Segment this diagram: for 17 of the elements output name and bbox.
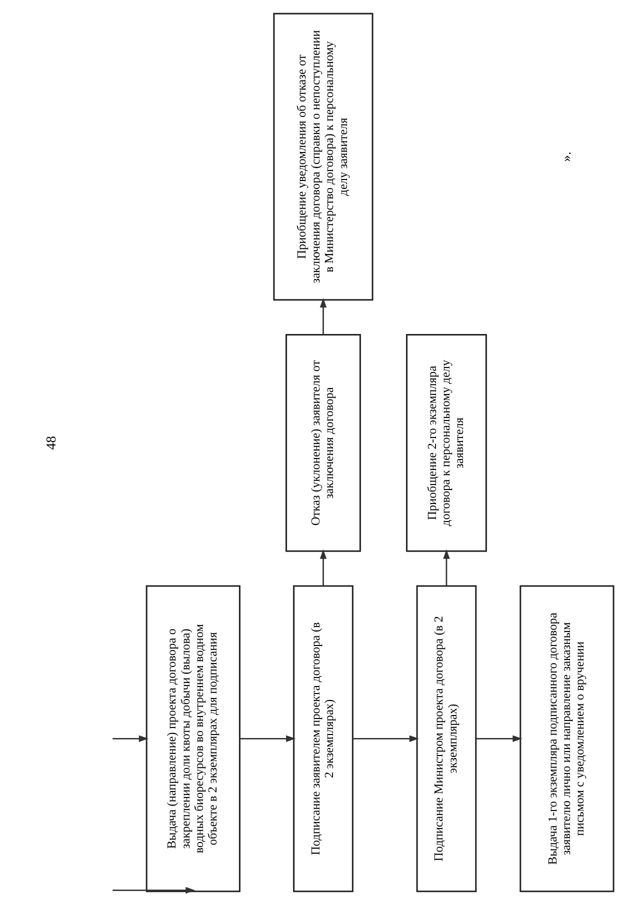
arrow	[352, 735, 418, 742]
arrow	[319, 298, 326, 335]
arrow	[319, 549, 326, 586]
arrow	[112, 735, 148, 742]
label: 48	[43, 436, 58, 450]
node-box: Приобщение уведомления об отказе от заключения договора (справки о непоступлении в Министерство договора) к персональному делу заявителя	[272, 12, 373, 301]
arrow	[442, 549, 450, 586]
arrow	[476, 735, 522, 742]
node-box: Выдача (направление) проекта договора о закреплении доли квоты добычи (вылова) водных биоресурсов во внутреннем водном объекте в 2 экземплярах для подписания	[145, 585, 240, 892]
node-box: Отказ (уклонение) заявителя от заключения договора	[285, 334, 360, 552]
node-box: Подписание Министром проекта договора (в 2 экземплярах)	[416, 585, 476, 892]
arrow	[239, 735, 296, 742]
node-box: Приобщение 2-го экземпляра договора к персональному делу заявителя	[406, 334, 486, 552]
node-box: Выдача 1-го экземпляра подписанного договора заявителю лично или направление заказным письмом с уведомлением о вручении	[519, 585, 614, 892]
label: ».	[558, 152, 573, 162]
node-box: Подписание заявителем проекта договора (в 2 экземплярах)	[292, 585, 353, 892]
arrow	[112, 886, 195, 894]
